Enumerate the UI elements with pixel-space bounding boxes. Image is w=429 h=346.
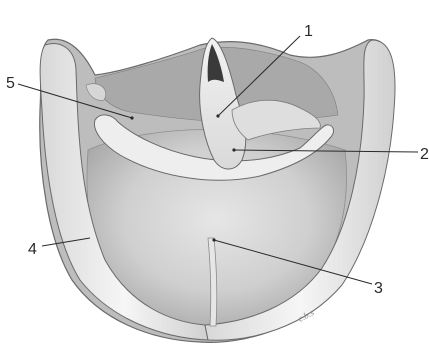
label-5: 5 bbox=[6, 75, 15, 92]
pointer-dot-2 bbox=[232, 148, 235, 151]
label-4: 4 bbox=[28, 241, 37, 258]
pointer-dot-3 bbox=[212, 238, 215, 241]
label-3: 3 bbox=[374, 280, 383, 297]
label-1: 1 bbox=[304, 23, 313, 40]
label-2: 2 bbox=[420, 146, 429, 163]
pointer-dot-5 bbox=[130, 116, 133, 119]
pointer-dot-1 bbox=[216, 114, 219, 117]
